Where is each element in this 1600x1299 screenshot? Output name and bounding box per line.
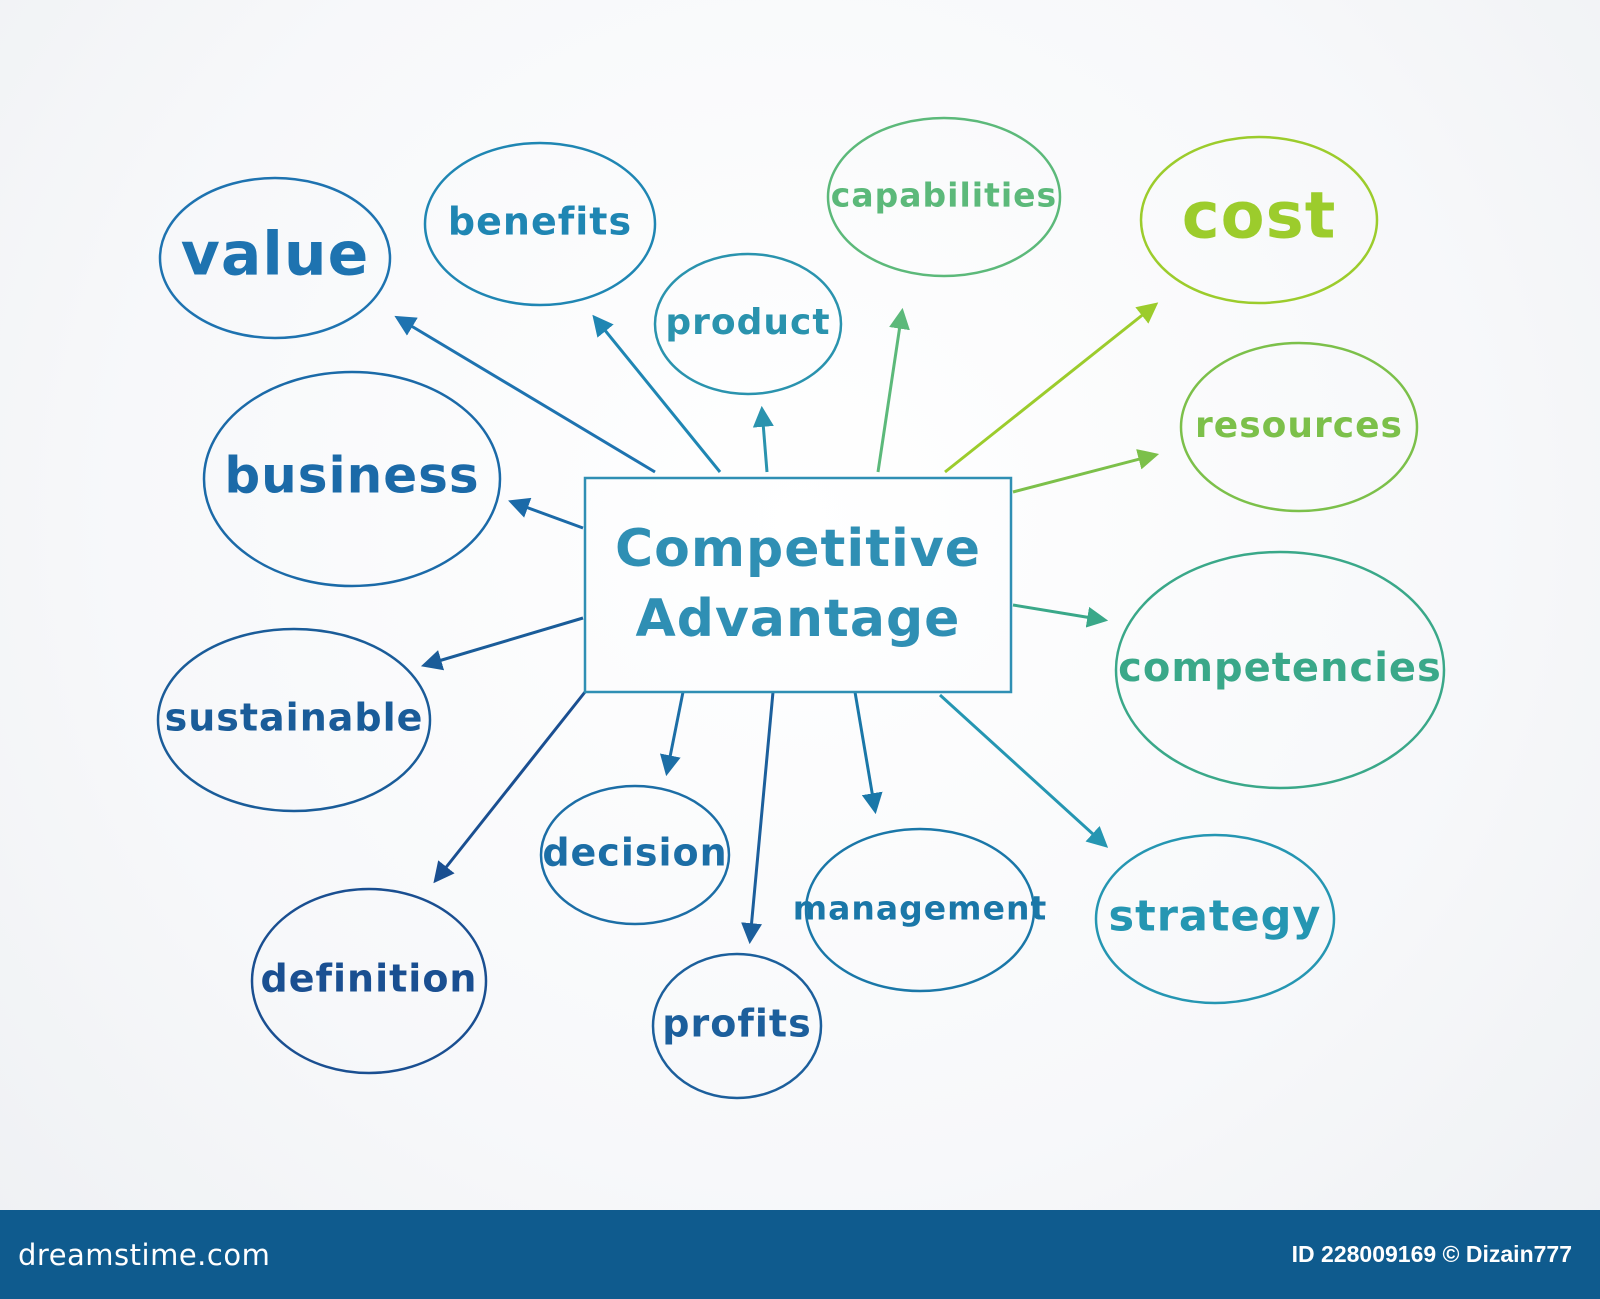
brand-watermark: dreamstime.com (18, 1237, 271, 1272)
central-topic-title-line-2: Advantage (636, 589, 961, 649)
node-business: business (202, 370, 502, 588)
arrow-to-product (752, 405, 774, 473)
node-management: management (793, 827, 1047, 993)
arrow-to-definition (433, 691, 587, 884)
footer-bar: dreamstime.com ID 228009169 © Dizain777 (0, 1210, 1600, 1299)
node-value: value (158, 176, 392, 340)
node-decision-label: decision (542, 831, 727, 875)
node-value-label: value (181, 220, 370, 290)
node-cost-ellipse (1139, 135, 1379, 305)
node-competencies-label: competencies (1118, 645, 1442, 691)
node-benefits-label: benefits (448, 200, 632, 244)
node-business-label: business (224, 447, 479, 505)
node-product: product (653, 252, 843, 396)
node-value-ellipse (158, 176, 392, 340)
node-decision-ellipse (539, 784, 731, 926)
node-management-label: management (793, 889, 1047, 928)
node-profits-ellipse (651, 952, 823, 1100)
mind-map-diagram: value benefits product capabilities cost busi… (156, 116, 1446, 1100)
arrow-to-management (853, 691, 883, 815)
node-management-ellipse (804, 827, 1036, 993)
arrow-to-value (394, 315, 656, 474)
arrow-to-competencies (1012, 603, 1109, 628)
arrow-to-business (508, 497, 584, 530)
node-sustainable: sustainable (156, 627, 432, 813)
node-strategy: strategy (1094, 833, 1336, 1005)
node-resources: resources (1179, 341, 1419, 513)
node-capabilities-ellipse (826, 116, 1062, 278)
node-profits-label: profits (662, 1002, 811, 1046)
node-resources-label: resources (1195, 405, 1403, 446)
arrow-to-resources (1012, 449, 1160, 494)
central-topic: Competitive Advantage (583, 476, 1013, 694)
node-definition-label: definition (261, 957, 478, 1001)
image-credit: ID 228009169 © Dizain777 (1291, 1241, 1572, 1267)
node-cost: cost (1139, 135, 1379, 305)
node-competencies: competencies (1114, 550, 1446, 790)
arrow-to-cost (944, 302, 1159, 474)
node-capabilities-label: capabilities (831, 176, 1057, 215)
central-topic-box (583, 476, 1013, 694)
arrow-to-benefits (592, 314, 722, 473)
connector-arrows (394, 302, 1160, 945)
node-product-ellipse (653, 252, 843, 396)
arrow-to-capabilities (876, 307, 910, 473)
arrow-to-strategy (938, 693, 1109, 848)
node-cost-label: cost (1182, 180, 1337, 254)
node-benefits: benefits (423, 141, 657, 307)
node-benefits-ellipse (423, 141, 657, 307)
node-definition-ellipse (250, 887, 488, 1075)
node-strategy-label: strategy (1109, 892, 1322, 942)
node-decision: decision (539, 784, 731, 926)
arrow-to-decision (659, 691, 685, 777)
node-product-label: product (665, 302, 830, 343)
node-strategy-ellipse (1094, 833, 1336, 1005)
node-capabilities: capabilities (826, 116, 1062, 278)
node-sustainable-ellipse (156, 627, 432, 813)
topic-nodes: value benefits product capabilities cost busi… (156, 116, 1446, 1100)
node-business-ellipse (202, 370, 502, 588)
central-topic-title-line-1: Competitive (615, 519, 981, 579)
arrow-to-sustainable (420, 616, 584, 671)
node-competencies-ellipse (1114, 550, 1446, 790)
node-definition: definition (250, 887, 488, 1075)
node-profits: profits (651, 952, 823, 1100)
node-sustainable-label: sustainable (165, 696, 424, 740)
node-resources-ellipse (1179, 341, 1419, 513)
arrow-to-profits (741, 691, 775, 945)
